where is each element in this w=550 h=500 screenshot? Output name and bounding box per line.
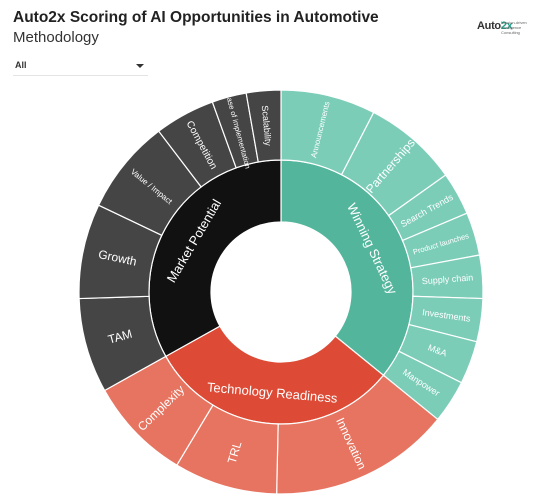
logo-wordmark: Auto2x <box>477 20 513 32</box>
chart-title: Auto2x Scoring of AI Opportunities in Au… <box>13 9 379 26</box>
logo-text-accent: 2x <box>500 20 513 32</box>
logo-text-main: Auto <box>477 20 501 32</box>
chevron-down-icon <box>136 64 144 68</box>
segment-scalability[interactable] <box>245 89 282 163</box>
filter-selected-value: All <box>15 60 27 70</box>
logo-tagline: Mission-driven Intelligence Consulting <box>501 20 527 35</box>
chart-subtitle: Methodology <box>13 29 99 46</box>
filter-dropdown[interactable]: All <box>13 57 148 76</box>
auto2x-logo: Auto2x Mission-driven Intelligence Consu… <box>477 18 541 40</box>
